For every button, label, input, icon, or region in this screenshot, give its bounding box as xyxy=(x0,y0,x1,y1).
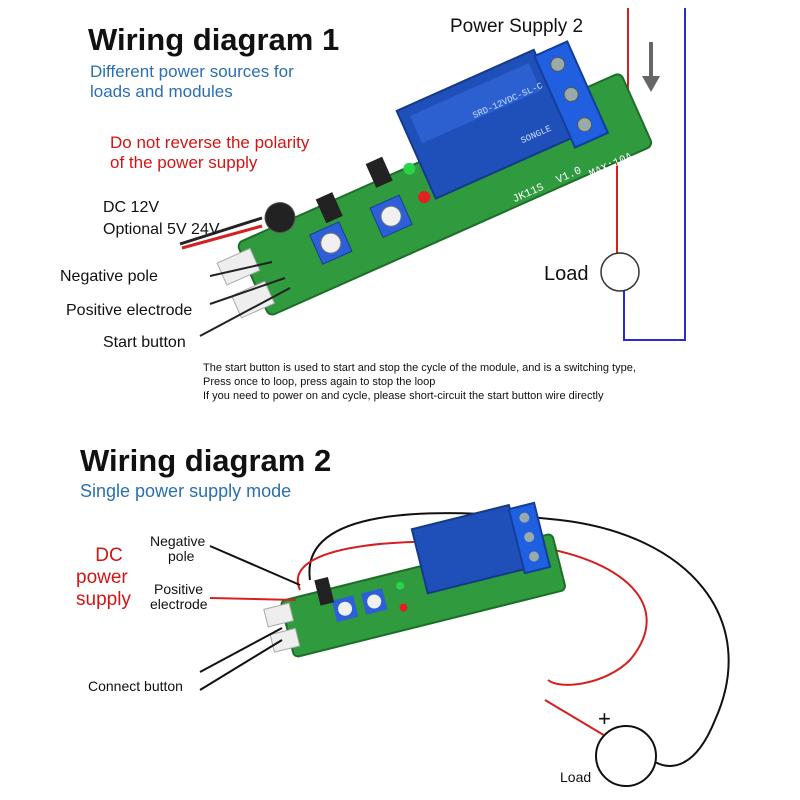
d2-black-loop-wire xyxy=(308,512,730,767)
d1-dc-voltage: DC 12V xyxy=(103,199,160,216)
d1-load-circle xyxy=(600,252,640,292)
d1-subtitle-line2: loads and modules xyxy=(90,82,233,101)
d1-pcb xyxy=(216,40,653,319)
d1-load-label: Load xyxy=(544,263,589,285)
d1-warning-line1: Do not reverse the polarity xyxy=(110,133,310,152)
d2-connect-button-label: Connect button xyxy=(88,678,183,694)
d2-pole-label: pole xyxy=(168,548,195,564)
d2-load-circle xyxy=(595,725,657,787)
d1-blue-return-wire xyxy=(623,8,686,341)
d1-subtitle-line1: Different power sources for xyxy=(90,62,294,81)
d1-start-button-label: Start button xyxy=(103,334,186,351)
d2-title: Wiring diagram 2 xyxy=(80,443,332,478)
d1-note-line2: Press once to loop, press again to stop … xyxy=(203,376,436,388)
d1-warning-line2: of the power supply xyxy=(110,153,258,172)
d2-load-label: Load xyxy=(560,769,592,785)
d1-note-line1: The start button is used to start and st… xyxy=(203,362,636,374)
d2-red-loop-wire xyxy=(296,540,648,686)
d2-negative-label: Negative xyxy=(150,533,206,549)
d2-positive-label: Positive xyxy=(154,581,204,597)
d2-plus-sign: + xyxy=(598,706,611,731)
d1-power-supply-2-label: Power Supply 2 xyxy=(450,16,584,37)
d2-supply-label: supply xyxy=(76,589,131,610)
d1-optional-voltage: Optional 5V 24V xyxy=(103,221,220,238)
d2-subtitle: Single power supply mode xyxy=(80,481,292,501)
d1-negative-pole-label: Negative pole xyxy=(60,268,158,285)
d1-arrow-head xyxy=(642,76,660,92)
d2-electrode-label: electrode xyxy=(150,596,208,612)
d2-power-label: power xyxy=(76,567,128,588)
d1-positive-electrode-label: Positive electrode xyxy=(66,302,193,319)
d1-title: Wiring diagram 1 xyxy=(88,22,340,57)
d1-note-line3: If you need to power on and cycle, pleas… xyxy=(203,390,604,402)
d2-pcb xyxy=(263,501,566,658)
d2-dc-label: DC xyxy=(95,545,123,566)
